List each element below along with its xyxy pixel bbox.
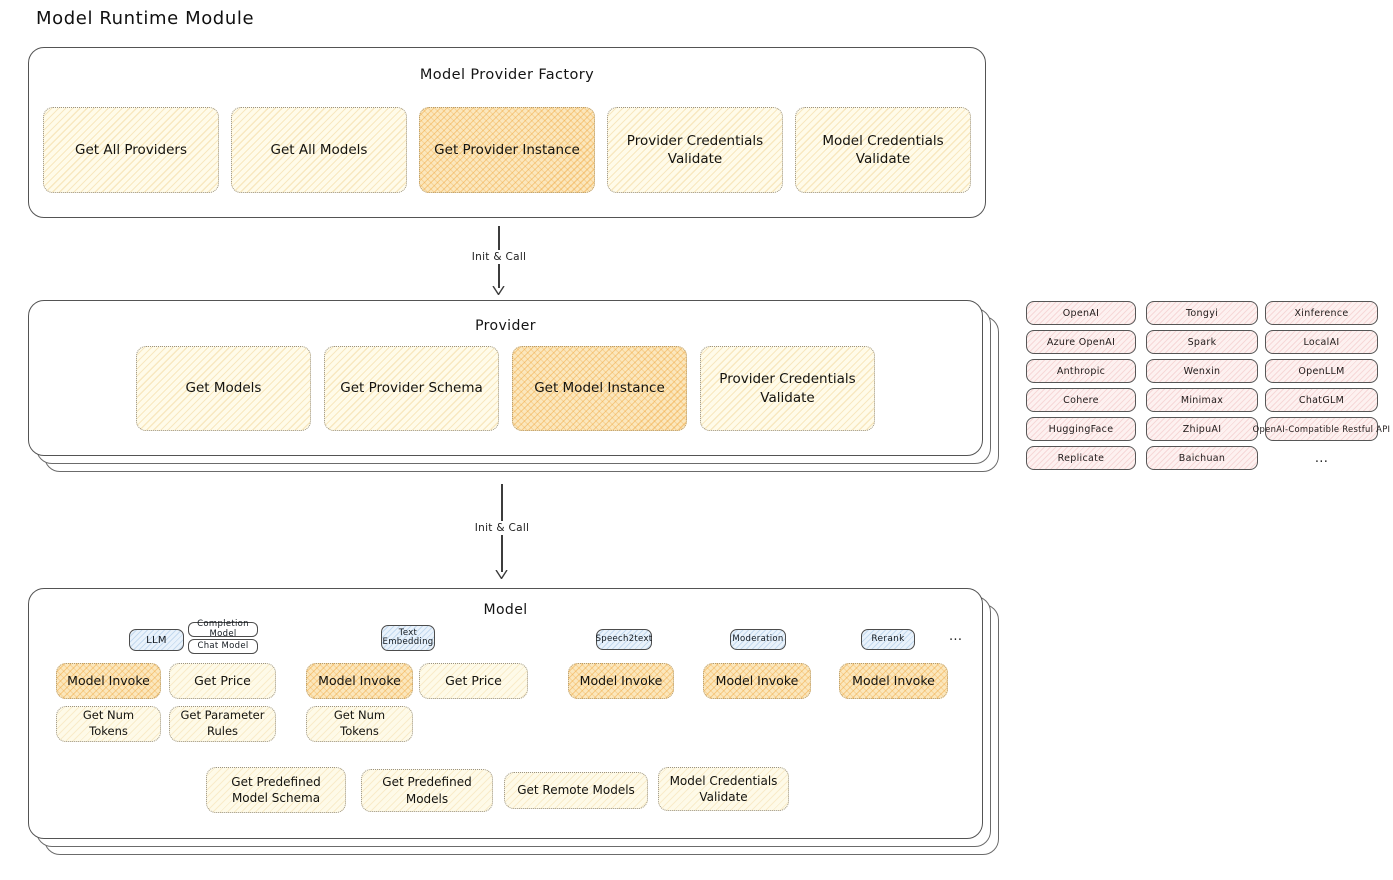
node-get-models: Get Models	[136, 346, 311, 431]
node-get-predefined-models: Get Predefined Models	[361, 769, 493, 812]
page-title: Model Runtime Module	[36, 8, 255, 29]
node-get-predefined-model-schema: Get Predefined Model Schema	[206, 767, 346, 813]
provider-chip-azure-openai: Azure OpenAI	[1026, 330, 1136, 354]
arrow-head-down-icon	[492, 286, 505, 295]
provider-list-col-1: OpenAI Azure OpenAI Anthropic Cohere Hug…	[1026, 301, 1136, 475]
provider-title: Provider	[475, 318, 536, 334]
model-tabs-more: ...	[949, 629, 963, 644]
tab-moderation: Moderation	[730, 629, 786, 650]
provider-list-more: ...	[1314, 450, 1329, 466]
tab-completion-model: Completion Model	[188, 619, 258, 638]
node-model-credentials-validate: Model Credentials Validate	[795, 107, 971, 193]
provider-chip-baichuan: Baichuan	[1146, 446, 1258, 470]
provider-chip-openllm: OpenLLM	[1265, 359, 1378, 383]
provider-chip-tongyi: Tongyi	[1146, 301, 1258, 325]
node-llm-get-price: Get Price	[169, 663, 276, 699]
node-get-all-models: Get All Models	[231, 107, 407, 193]
provider-list-col-3: Xinference LocalAI OpenLLM ChatGLM OpenA…	[1253, 301, 1390, 470]
node-get-model-instance: Get Model Instance	[512, 346, 687, 431]
provider-button-row: Get Models Get Provider Schema Get Model…	[29, 346, 982, 431]
provider-chip-xinference: Xinference	[1265, 301, 1378, 325]
node-llm-get-parameter-rules: Get Parameter Rules	[169, 706, 276, 742]
factory-title: Model Provider Factory	[419, 67, 595, 83]
node-get-provider-instance: Get Provider Instance	[419, 107, 595, 193]
arrow-head-down-icon-2	[495, 570, 508, 579]
provider-chip-wenxin: Wenxin	[1146, 359, 1258, 383]
provider-chip-spark: Spark	[1146, 330, 1258, 354]
node-provider-credentials-validate-2: Provider Credentials Validate	[700, 346, 875, 431]
provider-chip-anthropic: Anthropic	[1026, 359, 1136, 383]
provider-chip-minimax: Minimax	[1146, 388, 1258, 412]
node-llm-get-num-tokens: Get Num Tokens	[56, 706, 161, 742]
arrow-label-init-call-1: Init & Call	[465, 250, 533, 264]
provider-list-col-2: Tongyi Spark Wenxin Minimax ZhipuAI Baic…	[1146, 301, 1258, 475]
node-get-provider-schema: Get Provider Schema	[324, 346, 499, 431]
tab-rerank: Rerank	[861, 629, 915, 650]
node-get-remote-models: Get Remote Models	[504, 772, 648, 809]
tab-speech2text: Speech2text	[596, 629, 652, 650]
provider-chip-cohere: Cohere	[1026, 388, 1136, 412]
provider-list: OpenAI Azure OpenAI Anthropic Cohere Hug…	[1026, 301, 1390, 471]
provider-chip-chatglm: ChatGLM	[1265, 388, 1378, 412]
factory-button-row: Get All Providers Get All Models Get Pro…	[43, 107, 971, 193]
node-rerank-model-invoke: Model Invoke	[839, 663, 948, 699]
provider-box: Provider Get Models Get Provider Schema …	[28, 300, 983, 456]
node-moderation-model-invoke: Model Invoke	[703, 663, 811, 699]
node-te-get-price: Get Price	[419, 663, 528, 699]
factory-box: Model Provider Factory Get All Providers…	[28, 47, 986, 218]
node-te-get-num-tokens: Get Num Tokens	[306, 706, 413, 742]
model-stack: Model LLM Completion Model Chat Model Te…	[28, 588, 999, 855]
node-llm-model-invoke: Model Invoke	[56, 663, 161, 699]
provider-chip-huggingface: HuggingFace	[1026, 417, 1136, 441]
model-box: Model LLM Completion Model Chat Model Te…	[28, 588, 983, 839]
provider-chip-localai: LocalAI	[1265, 330, 1378, 354]
provider-chip-openai: OpenAI	[1026, 301, 1136, 325]
provider-chip-replicate: Replicate	[1026, 446, 1136, 470]
tab-text-embedding: Text Embedding	[381, 625, 435, 651]
model-title: Model	[483, 602, 528, 618]
node-te-model-invoke: Model Invoke	[306, 663, 413, 699]
node-get-all-providers: Get All Providers	[43, 107, 219, 193]
node-provider-credentials-validate: Provider Credentials Validate	[607, 107, 783, 193]
node-s2t-model-invoke: Model Invoke	[568, 663, 674, 699]
provider-chip-openai-compatible: OpenAI-Compatible Restful API	[1253, 417, 1390, 441]
arrow-label-init-call-2: Init & Call	[468, 521, 536, 535]
node-model-credentials-validate-2: Model Credentials Validate	[658, 767, 789, 811]
provider-stack: Provider Get Models Get Provider Schema …	[28, 300, 999, 472]
tab-chat-model: Chat Model	[188, 639, 258, 654]
tab-llm: LLM	[129, 629, 184, 651]
provider-chip-zhipuai: ZhipuAI	[1146, 417, 1258, 441]
